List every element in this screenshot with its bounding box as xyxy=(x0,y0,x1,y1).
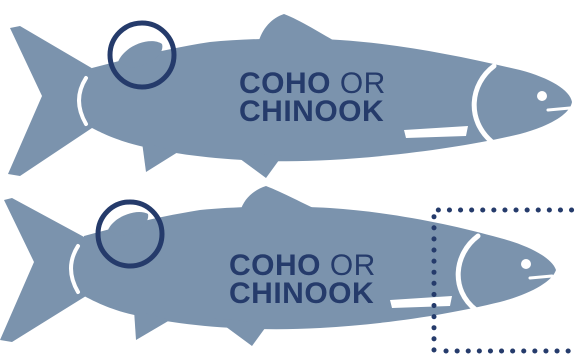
fish-top-label: COHO OR CHINOOK xyxy=(239,70,386,126)
fish-bottom-eye xyxy=(521,259,531,269)
fish-top-mouth xyxy=(548,108,570,110)
fish-bottom-dorsal-fin xyxy=(240,186,322,212)
fish-bottom-mouth xyxy=(530,276,552,278)
fish-bottom-name-second-line: CHINOOK xyxy=(229,280,376,308)
fish-top-name-second-line: CHINOOK xyxy=(239,98,386,126)
fish-top-label-line-1: COHO OR xyxy=(239,70,386,98)
fish-bottom-label: COHO OR CHINOOK xyxy=(229,252,376,308)
fish-bottom-tail xyxy=(0,198,86,342)
fish-bottom-label-line-1: COHO OR xyxy=(229,252,376,280)
fish-top-dorsal-fin xyxy=(258,14,340,44)
fish-top-tail xyxy=(8,26,95,176)
fish-top-eye xyxy=(537,91,547,101)
